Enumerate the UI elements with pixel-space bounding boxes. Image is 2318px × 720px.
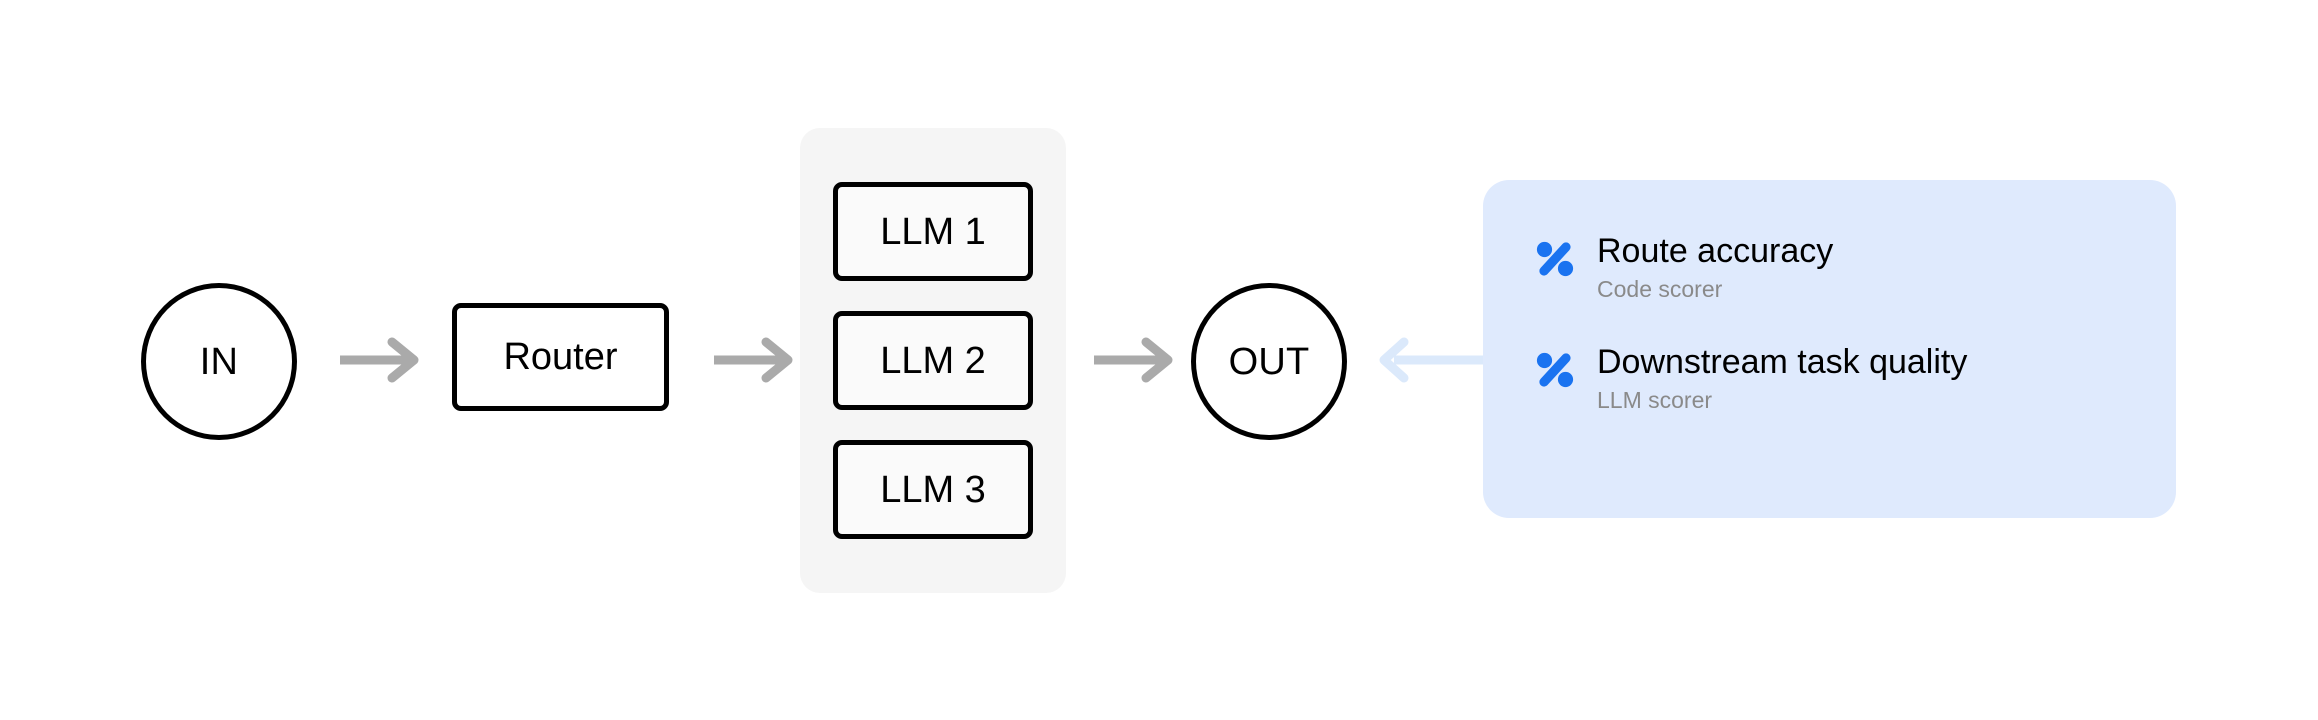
percent-scorer-icon (1535, 350, 1575, 390)
node-output-label: OUT (1228, 340, 1310, 383)
node-llm-1: LLM 1 (833, 182, 1033, 281)
scorer-title: Downstream task quality (1597, 342, 1968, 381)
node-router-label: Router (503, 336, 618, 378)
node-llm-2: LLM 2 (833, 311, 1033, 410)
scorer-subtitle: Code scorer (1597, 276, 1723, 303)
node-router: Router (452, 303, 669, 411)
node-llm-1-label: LLM 1 (880, 210, 986, 253)
scorer-subtitle: LLM scorer (1597, 386, 1713, 413)
arrow-scorers-to-out (1372, 330, 1487, 395)
arrow-router-to-llm (712, 330, 796, 395)
node-input: IN (141, 283, 297, 440)
scorer-panel: Route accuracy Code scorer Downstream ta… (1483, 180, 2176, 518)
scorer-item[interactable]: Downstream task quality LLM scorer (1535, 343, 2176, 415)
node-llm-3: LLM 3 (833, 440, 1033, 539)
scorer-title: Route accuracy (1597, 232, 1834, 270)
node-input-label: IN (199, 340, 239, 383)
scorer-item[interactable]: Route accuracy Code scorer (1535, 232, 2176, 304)
arrow-llm-to-out (1092, 330, 1176, 395)
arrow-in-to-router (338, 330, 422, 395)
node-output: OUT (1191, 283, 1347, 440)
scorer-text: Route accuracy Code scorer (1597, 232, 1833, 304)
node-llm-3-label: LLM 3 (880, 468, 986, 511)
percent-scorer-icon (1535, 239, 1575, 279)
llm-group-container: LLM 1 LLM 2 LLM 3 (800, 128, 1066, 593)
node-llm-2-label: LLM 2 (880, 339, 986, 382)
scorer-text: Downstream task quality LLM scorer (1597, 343, 1967, 415)
